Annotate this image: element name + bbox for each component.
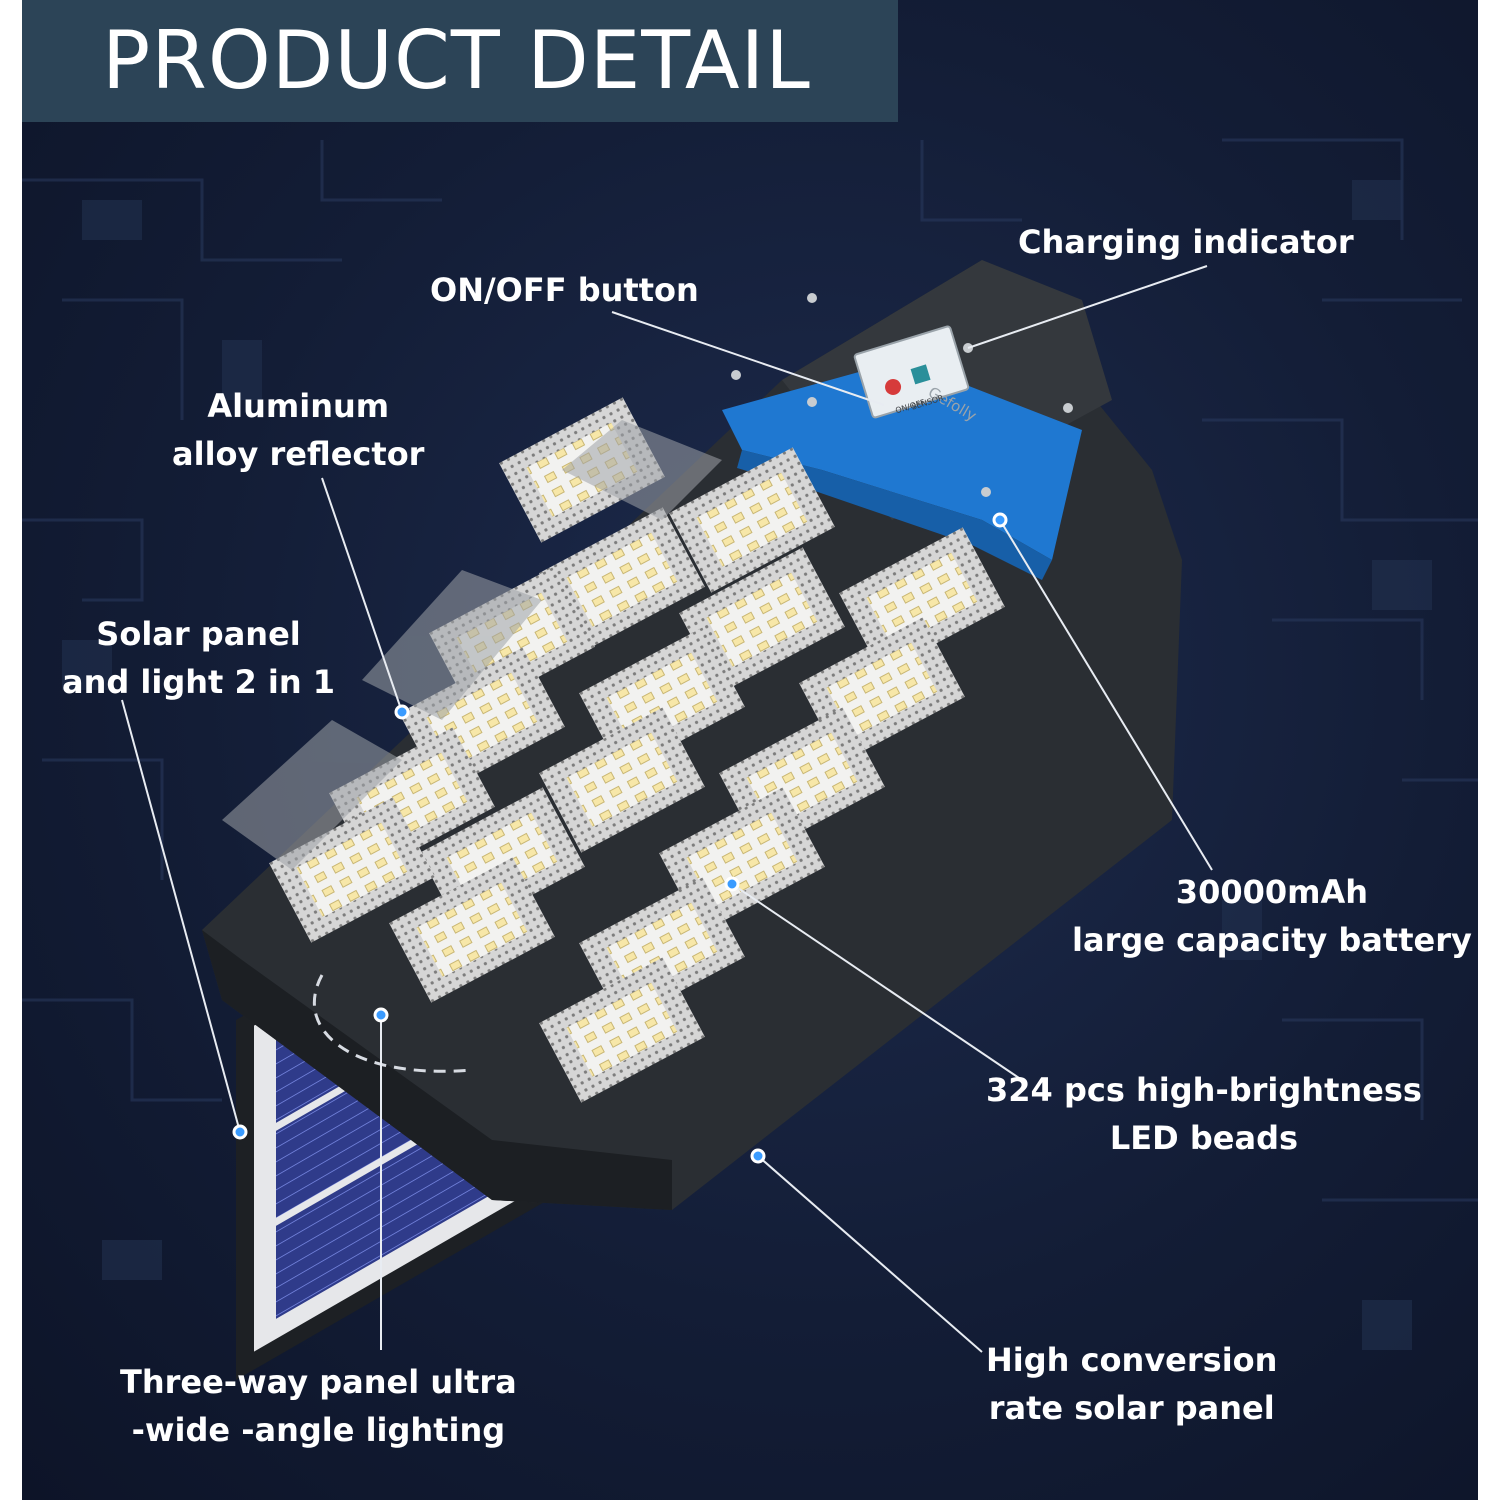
callout-charging-indicator: Charging indicator (1018, 218, 1354, 266)
callout-led-beads: 324 pcs high-brightness LED beads (986, 1066, 1422, 1162)
callout-text-line-1: Three-way panel ultra (120, 1363, 517, 1401)
led-modules (269, 397, 1005, 1103)
page-title: PRODUCT DETAIL (102, 14, 811, 107)
callout-on-off-button: ON/OFF button (430, 266, 699, 314)
callout-text-line-1: Aluminum (207, 387, 390, 425)
leader-lines (121, 265, 1213, 1353)
product-detail-canvas: PRODUCT DETAIL Charging indicator ON/OFF… (22, 0, 1478, 1500)
callout-aluminum-reflector: Aluminum alloy reflector (172, 382, 424, 478)
callout-solar-light-2in1: Solar panel and light 2 in 1 (62, 610, 335, 706)
callout-text-line-2: LED beads (1109, 1119, 1299, 1157)
callout-text-line-1: Solar panel (96, 615, 301, 653)
callout-text-line-2: -wide -angle lighting (131, 1411, 506, 1449)
callout-text-line-2: alloy reflector (172, 435, 425, 473)
callout-text-line-2: rate solar panel (988, 1389, 1275, 1427)
callout-text-line-1: High conversion (986, 1341, 1278, 1379)
solar-street-light-illustration (121, 260, 1213, 1380)
callout-text-line-1: 324 pcs high-brightness (986, 1071, 1422, 1109)
reflector-flaps (222, 420, 722, 870)
callout-text: ON/OFF button (430, 271, 699, 309)
title-banner: PRODUCT DETAIL (22, 0, 898, 122)
wide-angle-arc (312, 974, 473, 1073)
circuit-background (22, 138, 1478, 1350)
callout-text: Charging indicator (1018, 223, 1354, 261)
callout-text-line-2: large capacity battery (1072, 921, 1472, 959)
callout-solar-panel: High conversion rate solar panel (986, 1336, 1277, 1432)
callout-battery: 30000mAh large capacity battery (1072, 868, 1472, 964)
callout-dots (232, 512, 1008, 1164)
callout-text-line-2: and light 2 in 1 (62, 663, 336, 701)
callout-three-way-lighting: Three-way panel ultra -wide -angle light… (120, 1358, 517, 1454)
callout-text-line-1: 30000mAh (1175, 873, 1369, 911)
